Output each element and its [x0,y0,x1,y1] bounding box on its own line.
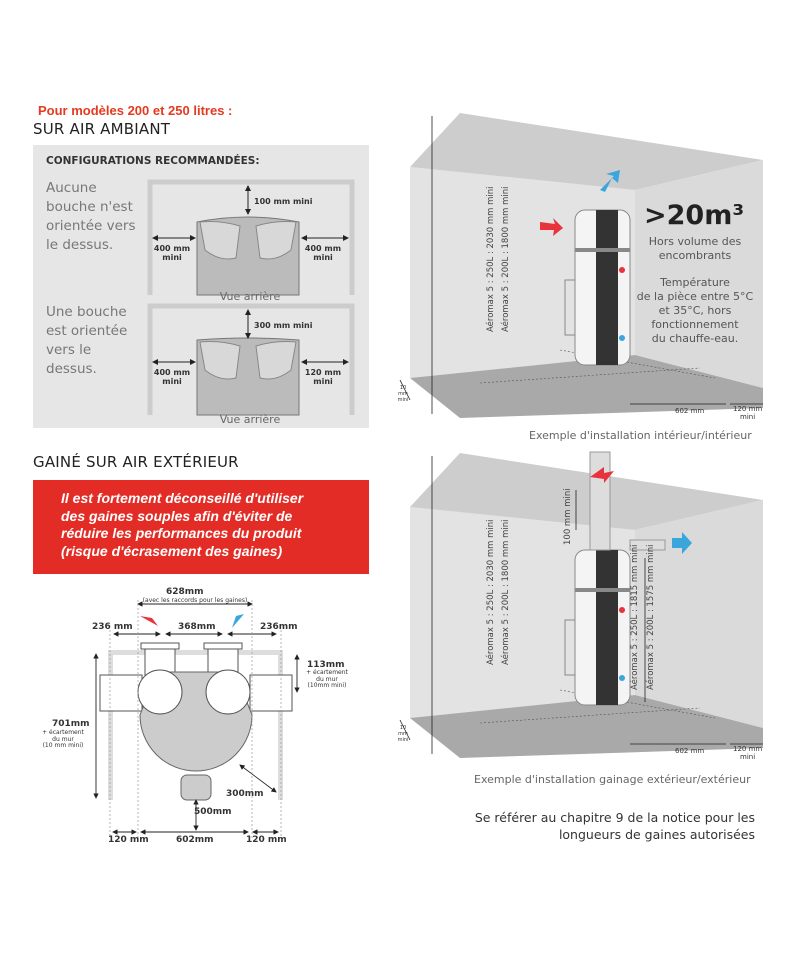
note-line: + écartement [306,669,348,676]
room1-floor-side: 10 mm mini [397,385,409,403]
room2-floor-side: 10 mm mini [397,725,409,743]
warning-line: Il est fortement déconseillé d'utiliser [61,490,304,506]
room1-caption: Exemple d'installation intérieur/intérie… [529,429,752,442]
plan-diagonal: 300mm [226,789,264,799]
note-line: longueurs de gaines autorisées [558,827,755,842]
note-line: du chauffe-eau. [651,332,739,345]
warning-line: des gaines souples afin d'éviter de [61,507,293,524]
duct-length-note: Se référer au chapitre 9 de la notice po… [475,809,755,843]
plan-bottom-right: 120 mm [246,835,287,845]
room2-height-250: Aéromax 5 : 250L : 2030 mm mini [486,519,496,665]
note-line: fonctionnement [651,318,739,331]
text-line: est orientée [46,323,128,339]
dim-line: mini [162,377,182,386]
plan-center: 368mm [178,622,216,632]
dim-line: mini [740,413,756,421]
note-line: Température [660,276,730,289]
dim-line: 120 mm [733,405,763,413]
note-line: du mur [316,675,338,683]
config2-description: Une bouche est orientée vers le dessus. [46,303,146,379]
warning-box: Il est fortement déconseillé d'utiliser … [33,480,369,574]
note-line: + écartement [42,729,84,736]
text-line: bouche n'est [46,199,133,215]
room2-outlet-250: Aéromax 5 : 250L : 1815 mm mini [630,544,640,690]
room1-height-200: Aéromax 5 : 200L : 1800 mm mini [501,186,511,332]
air-out-arrow-icon [600,170,620,192]
plan-bottom-left: 120 mm [108,835,149,845]
note-line: du mur [52,735,74,743]
configurations-heading: CONFIGURATIONS RECOMMANDÉES: [46,155,260,167]
text-line: dessus. [46,361,97,377]
room2-outlet-200: Aéromax 5 : 200L : 1575 mm mini [646,544,656,690]
room2-duct-gap: 100 mm mini [563,488,573,545]
room1-height-250: Aéromax 5 : 250L : 2030 mm mini [486,186,496,332]
text-line: Une bouche [46,304,127,320]
top-view-plan [93,600,300,838]
text-line: Aucune [46,180,97,196]
note-line: (10 mm mini) [42,742,84,749]
dim-line: mini [740,753,756,761]
heater2 [564,549,631,706]
text-line: orientée vers [46,218,136,234]
section-exterieur-title: GAINÉ SUR AIR EXTÉRIEUR [33,453,239,471]
room1-floor-width: 602 mm [675,407,705,415]
dim-line: mini [162,253,182,262]
note-line: encombrants [658,249,732,262]
dim-line: mini [313,253,333,262]
air-in-arrow-icon [140,616,158,626]
text-line: le dessus. [46,237,114,253]
config2-top-clearance: 300 mm mini [254,321,313,330]
note-line: Se référer au chapitre 9 de la notice po… [474,810,755,825]
warning-line: (risque d'écrasement des gaines) [61,542,283,559]
dim-line: 120 mm [733,745,763,753]
room-illustrations [399,112,764,759]
section-ambiant-title: SUR AIR AMBIANT [33,120,171,138]
room2-floor-width: 602 mm [675,747,705,755]
plan-width-note: (avec les raccords pour les gaines) [142,597,248,604]
text-line: vers le [46,342,92,358]
air-out-arrow-icon [232,614,244,628]
room2-height-200: Aéromax 5 : 200L : 1800 mm mini [501,519,511,665]
plan-front: 500mm [194,807,232,817]
config1-caption: Vue arrière [219,290,281,303]
room1-volume: >20m³ [644,200,745,231]
air-in-arrow-icon [540,218,563,236]
config1-description: Aucune bouche n'est orientée vers le des… [46,179,146,255]
dim-line: 400 mm [153,368,191,377]
config-diagrams [147,179,355,416]
config1-diagram [147,179,355,296]
plan-bottom-center: 602mm [176,835,214,845]
air-in-arrow-icon [590,467,614,483]
dim-line: 400 mm [304,244,342,253]
note-line: de la pièce entre 5°C [636,290,754,303]
config2-diagram [147,303,355,416]
note-line: (10mm mini) [307,682,347,689]
note-line: et 35°C, hors [658,304,732,317]
plan-depth-top: 113mm [307,660,345,670]
plan-depth: 701mm [52,719,90,729]
dim-line: 400 mm [153,244,191,253]
dim-line: mini [313,377,333,386]
models-title: Pour modèles 200 et 250 litres : [38,103,233,118]
config2-caption: Vue arrière [219,413,281,426]
dim-line: 120 mm [304,368,342,377]
config1-top-clearance: 100 mm mini [254,197,313,206]
plan-width-total: 628mm [166,587,204,597]
warning-line: réduire les performances du produit [61,525,302,541]
plan-right-gap: 236mm [260,622,298,632]
plan-left-gap: 236 mm [92,622,133,632]
air-out-arrow-icon [672,532,692,554]
note-line: Hors volume des [648,235,742,248]
room2-caption: Exemple d'installation gainage extérieur… [474,773,751,786]
